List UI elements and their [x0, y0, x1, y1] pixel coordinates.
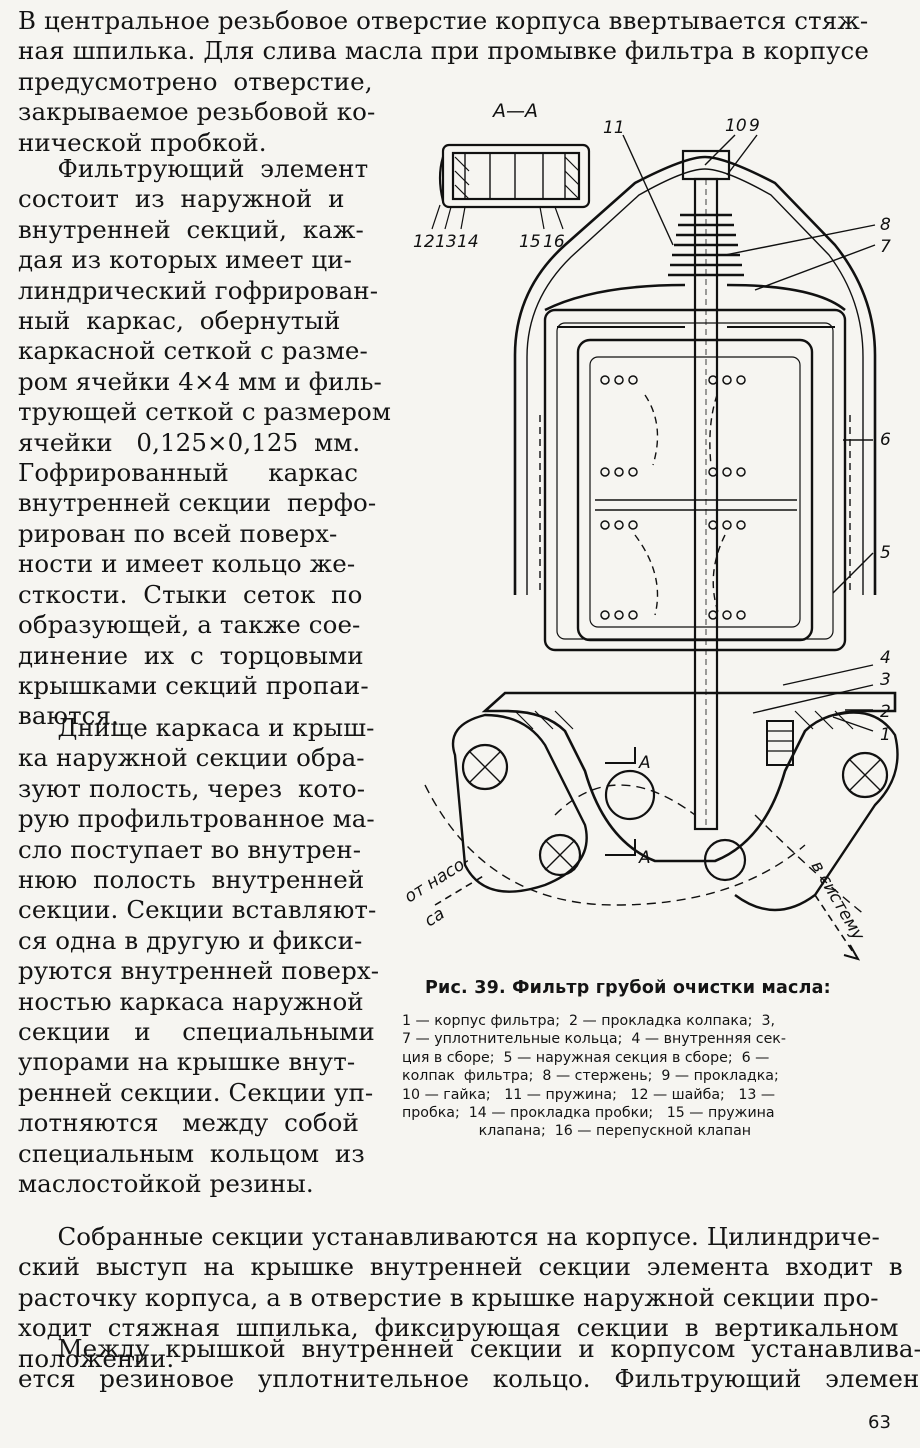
callout-6: 6 [880, 430, 891, 450]
callout-11: 11 [603, 118, 625, 138]
inner-section [576, 338, 814, 642]
callout-12: 12 [413, 232, 435, 252]
callout-7: 7 [880, 237, 891, 257]
callout-14: 14 [457, 232, 479, 252]
spring [668, 213, 744, 277]
section-a-a-inset [431, 143, 591, 230]
callout-2: 2 [880, 702, 891, 722]
filter-cross-section-svg: А—А 11 10 9 8 7 6 5 4 3 2 1 12 13 14 15 … [401, 100, 899, 961]
callout-3: 3 [880, 670, 891, 690]
section-arrow-label-top: А [638, 753, 651, 773]
filter-drawing: А—А 11 10 9 8 7 6 5 4 3 2 1 12 13 14 15 … [395, 95, 915, 975]
paragraph-top: В центральное резьбовое отверстие корпус… [18, 6, 869, 157]
callout-4: 4 [880, 648, 891, 668]
paragraph-seal-ring: Между крышкой внутренней секции и корпус… [18, 1334, 920, 1394]
callout-9: 9 [749, 116, 760, 136]
callout-15: 15 [519, 232, 541, 252]
section-a-a-label: А—А [491, 100, 538, 122]
outer-section [543, 308, 847, 652]
callout-10: 10 [725, 116, 747, 136]
callout-13: 13 [435, 232, 457, 252]
section-arrow-label-bottom: А [638, 848, 651, 868]
filter-body [481, 691, 897, 863]
callout-8: 8 [880, 215, 891, 235]
figure-caption-legend: 1 — корпус фильтра; 2 — прокладка колпак… [402, 1013, 786, 1140]
paragraph-assembled-sections: Собранные секции устанавливаются на корп… [18, 1222, 903, 1373]
filter-cap [513, 155, 877, 595]
nut [681, 149, 731, 181]
paragraph-filter-element: Фильтрующий элемент состоит из наружной … [18, 154, 392, 731]
paragraph-frame-bottom: Днище каркаса и крыш- ка наружной секции… [18, 713, 380, 1199]
to-system-label: в систему [807, 858, 869, 945]
callout-16: 16 [543, 232, 565, 252]
callout-1: 1 [880, 725, 891, 745]
from-pump-label-1: от насо- [401, 852, 474, 908]
from-pump-label-2: са [421, 904, 448, 931]
callout-5: 5 [880, 543, 891, 563]
figure-caption-title: Рис. 39. Фильтр грубой очистки масла: [425, 978, 831, 998]
page-number: 63 [868, 1412, 891, 1433]
